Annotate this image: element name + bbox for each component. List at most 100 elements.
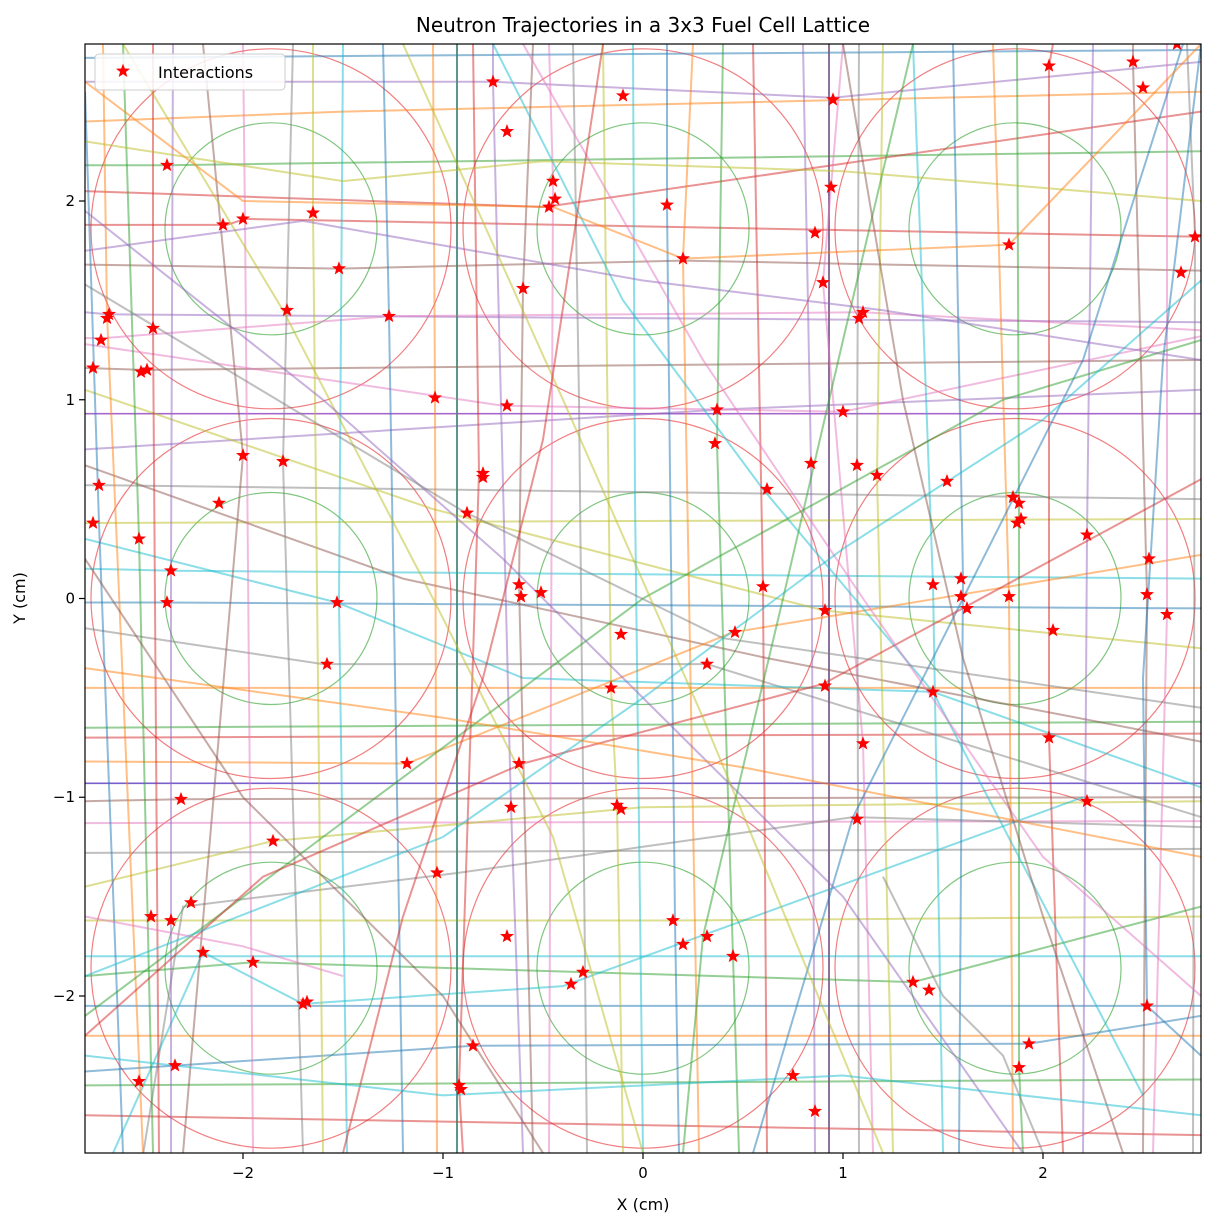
neutron-trajectory bbox=[666, 44, 680, 1153]
interaction-marker bbox=[869, 467, 885, 482]
interaction-marker bbox=[1001, 237, 1017, 251]
interaction-marker bbox=[499, 398, 515, 412]
interaction-marker bbox=[613, 801, 629, 816]
neutron-trajectory bbox=[821, 44, 874, 1153]
y-tick-label: 1 bbox=[65, 391, 75, 409]
interaction-marker bbox=[143, 909, 159, 923]
interaction-marker bbox=[499, 929, 515, 943]
legend-label-interactions: Interactions bbox=[158, 63, 253, 82]
interaction-marker bbox=[1135, 80, 1151, 94]
interaction-marker bbox=[101, 306, 117, 321]
y-tick-label: −2 bbox=[53, 987, 75, 1005]
neutron-trajectory bbox=[85, 210, 1024, 1153]
interaction-marker bbox=[613, 626, 629, 641]
interaction-marker bbox=[183, 895, 199, 909]
interaction-marker bbox=[485, 74, 501, 88]
legend-star-icon bbox=[115, 63, 131, 78]
fuel-circle bbox=[908, 861, 1122, 1075]
interaction-marker bbox=[511, 577, 527, 591]
interaction-marker bbox=[235, 448, 251, 462]
neutron-trajectory bbox=[715, 44, 740, 1153]
interaction-marker bbox=[265, 833, 281, 847]
interaction-marker bbox=[785, 1068, 801, 1082]
interaction-marker bbox=[707, 436, 723, 450]
interaction-marker bbox=[1141, 551, 1157, 565]
interaction-marker bbox=[305, 205, 321, 219]
interaction-marker bbox=[905, 974, 921, 988]
interaction-marker bbox=[959, 601, 975, 615]
interaction-marker bbox=[1139, 587, 1155, 601]
interaction-marker bbox=[665, 913, 681, 927]
neutron-trajectory bbox=[1141, 44, 1201, 1057]
interaction-marker bbox=[1041, 730, 1057, 744]
legend-marker-interactions bbox=[115, 63, 131, 78]
interaction-marker bbox=[849, 811, 865, 826]
interaction-marker bbox=[953, 571, 969, 585]
interaction-marker bbox=[475, 469, 491, 484]
interaction-marker bbox=[939, 473, 955, 488]
neutron-trajectory bbox=[522, 44, 1201, 997]
interaction-marker bbox=[755, 579, 771, 593]
fuel-circle bbox=[908, 491, 1122, 706]
neutron-trajectory bbox=[85, 667, 1201, 858]
fuel-circle bbox=[164, 491, 378, 706]
interaction-marker bbox=[93, 332, 109, 347]
neutron-trajectory bbox=[85, 140, 1201, 202]
cladding-circle bbox=[90, 417, 452, 780]
interaction-marker bbox=[1079, 793, 1095, 808]
neutron-trajectory bbox=[632, 44, 644, 1153]
interaction-marker bbox=[85, 515, 101, 529]
interaction-marker bbox=[1011, 495, 1027, 510]
interaction-marker bbox=[511, 756, 527, 770]
interaction-marker bbox=[817, 678, 833, 692]
interaction-marker bbox=[499, 124, 515, 138]
neutron-trajectory bbox=[85, 388, 1201, 650]
interaction-marker bbox=[709, 402, 725, 416]
interaction-marker bbox=[825, 92, 841, 106]
neutron-trajectory bbox=[85, 283, 1201, 709]
interaction-marker bbox=[275, 454, 291, 468]
interaction-marker bbox=[1139, 998, 1155, 1012]
interaction-marker bbox=[1079, 527, 1095, 541]
interaction-marker bbox=[849, 457, 865, 472]
neutron-trajectory bbox=[517, 44, 534, 1153]
interaction-marker bbox=[575, 964, 591, 979]
interaction-marker bbox=[399, 756, 415, 770]
x-tick-label: 1 bbox=[838, 1164, 848, 1182]
interaction-marker bbox=[545, 173, 561, 188]
interaction-marker bbox=[427, 390, 443, 404]
interaction-marker bbox=[1011, 1060, 1027, 1074]
interaction-marker bbox=[803, 456, 819, 470]
interaction-marker bbox=[563, 976, 579, 990]
neutron-trajectory bbox=[85, 558, 544, 1153]
interaction-marker bbox=[547, 191, 563, 205]
interaction-marker bbox=[1005, 489, 1021, 504]
fuel-circle bbox=[164, 122, 378, 336]
neutron-trajectory bbox=[85, 279, 1201, 978]
interaction-marker bbox=[815, 275, 831, 289]
interaction-marker bbox=[131, 531, 147, 545]
interaction-marker bbox=[541, 199, 557, 213]
neutron-trajectory bbox=[85, 219, 1201, 361]
interaction-marker bbox=[513, 589, 529, 603]
x-tick-label: −1 bbox=[432, 1164, 454, 1182]
x-tick-label: 2 bbox=[1038, 1164, 1048, 1182]
neutron-trajectory bbox=[85, 537, 1201, 789]
fuel-circle bbox=[908, 122, 1122, 336]
interaction-marker bbox=[195, 944, 211, 959]
interaction-marker bbox=[1001, 589, 1017, 603]
interaction-marker bbox=[851, 310, 867, 325]
cladding-circle bbox=[834, 787, 1196, 1149]
interaction-marker bbox=[1173, 265, 1189, 279]
neutron-trajectory bbox=[85, 553, 1201, 765]
interaction-marker bbox=[331, 261, 347, 275]
x-tick-label: 0 bbox=[638, 1164, 648, 1182]
interaction-marker bbox=[1172, 44, 1182, 51]
interaction-marker bbox=[835, 404, 851, 418]
y-tick-label: 0 bbox=[65, 590, 75, 608]
interaction-marker bbox=[131, 1074, 147, 1088]
interaction-marker bbox=[145, 320, 161, 335]
neutron-trajectory bbox=[85, 720, 1201, 729]
